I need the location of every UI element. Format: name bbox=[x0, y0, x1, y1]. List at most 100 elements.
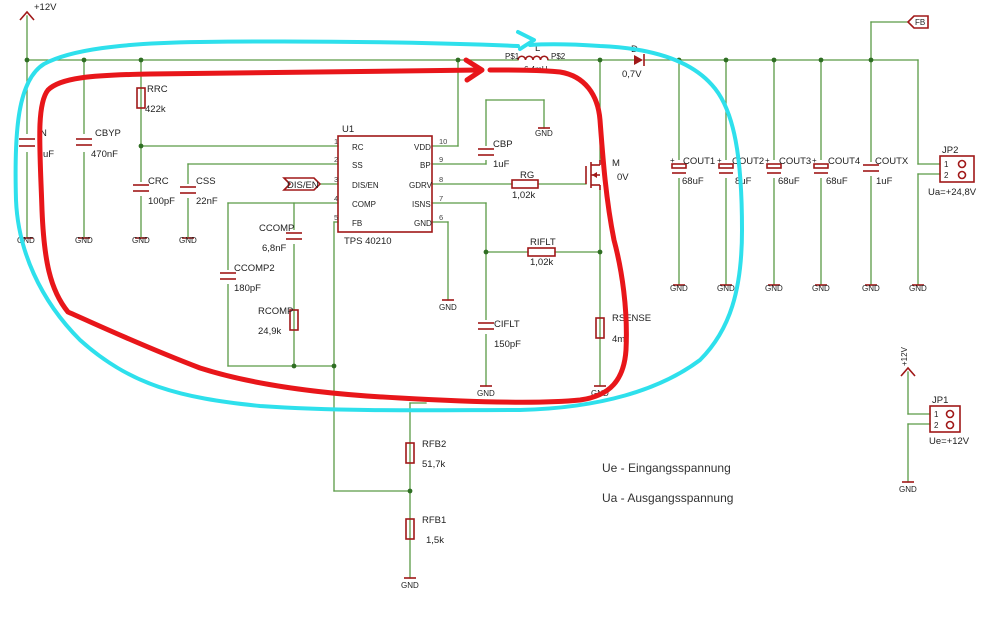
capacitor-cout1: + COUT1 68uF bbox=[670, 156, 715, 187]
note-ue: Ue - Eingangsspannung bbox=[602, 461, 731, 475]
mosfet-q: M 0V bbox=[585, 158, 629, 190]
connector-jp2: 1 2 JP2 Ua=+24,8V bbox=[928, 145, 977, 198]
annotation-cyan-loop bbox=[13, 30, 744, 413]
svg-text:GND: GND bbox=[17, 236, 35, 245]
svg-text:2: 2 bbox=[944, 171, 949, 180]
svg-text:RSENSE: RSENSE bbox=[612, 313, 651, 324]
svg-text:1,02k: 1,02k bbox=[512, 190, 535, 201]
fb-flag: FB bbox=[906, 15, 929, 29]
svg-text:9: 9 bbox=[439, 155, 443, 164]
svg-text:GND: GND bbox=[862, 284, 880, 293]
gnd-symbol: GND bbox=[439, 299, 457, 312]
svg-text:68uF: 68uF bbox=[778, 176, 800, 187]
resistor-rfb2: RFB2 51,7k bbox=[405, 439, 446, 470]
svg-text:RIFLT: RIFLT bbox=[530, 237, 556, 248]
svg-text:SS: SS bbox=[352, 161, 363, 170]
svg-text:6,8nF: 6,8nF bbox=[262, 243, 286, 254]
svg-text:+: + bbox=[765, 156, 770, 165]
svg-text:1,02k: 1,02k bbox=[530, 257, 553, 268]
svg-text:GND: GND bbox=[765, 284, 783, 293]
svg-text:100pF: 100pF bbox=[148, 196, 175, 207]
svg-text:1uF: 1uF bbox=[876, 176, 893, 187]
resistor-rsense: RSENSE 4m bbox=[595, 313, 651, 345]
svg-text:FB: FB bbox=[915, 18, 925, 27]
gnd-symbol: GND bbox=[132, 236, 150, 245]
svg-text:GND: GND bbox=[717, 284, 735, 293]
svg-text:68uF: 68uF bbox=[826, 176, 848, 187]
svg-text:COUT1: COUT1 bbox=[683, 156, 715, 167]
svg-text:COUTX: COUTX bbox=[875, 156, 909, 167]
svg-text:uF: uF bbox=[43, 149, 54, 160]
svg-text:1: 1 bbox=[334, 137, 338, 146]
svg-text:FB: FB bbox=[352, 219, 362, 228]
svg-text:BP: BP bbox=[420, 161, 431, 170]
capacitor-cin: N uF bbox=[18, 128, 54, 160]
gnd-symbol: GND bbox=[535, 127, 553, 138]
svg-text:GND: GND bbox=[909, 284, 927, 293]
svg-text:422k: 422k bbox=[145, 104, 166, 115]
capacitor-cbp: CBP 1uF bbox=[477, 139, 513, 170]
supply-12v-top: +12V bbox=[19, 2, 57, 21]
capacitor-css: CSS 22nF bbox=[179, 176, 218, 207]
svg-text:2: 2 bbox=[334, 155, 338, 164]
svg-text:GND: GND bbox=[477, 389, 495, 398]
svg-text:Ue=+12V: Ue=+12V bbox=[929, 436, 970, 447]
gnd-symbol: GND bbox=[75, 236, 93, 245]
svg-text:DIS/EN: DIS/EN bbox=[287, 180, 319, 191]
svg-text:CSS: CSS bbox=[196, 176, 216, 187]
capacitor-cout3: + COUT3 68uF bbox=[765, 156, 811, 187]
svg-text:+: + bbox=[717, 156, 722, 165]
gnd-symbol: GND bbox=[670, 284, 688, 293]
gnd-symbol: GND bbox=[179, 236, 197, 245]
svg-text:GND: GND bbox=[179, 236, 197, 245]
svg-text:150pF: 150pF bbox=[494, 339, 521, 350]
gnd-symbol: GND bbox=[717, 284, 735, 293]
svg-text:1: 1 bbox=[934, 410, 939, 419]
resistor-rifilt: RIFLT 1,02k bbox=[527, 237, 556, 268]
svg-text:+: + bbox=[670, 156, 675, 165]
svg-text:GDRV: GDRV bbox=[409, 181, 433, 190]
resistor-rfb1: RFB1 1,5k bbox=[405, 515, 446, 546]
svg-text:GND: GND bbox=[401, 581, 419, 590]
capacitor-coutx: COUTX 1uF bbox=[862, 156, 909, 187]
svg-text:3: 3 bbox=[334, 175, 338, 184]
svg-text:5: 5 bbox=[334, 213, 338, 222]
svg-text:10: 10 bbox=[439, 137, 447, 146]
wires bbox=[26, 15, 941, 579]
svg-text:CRC: CRC bbox=[148, 176, 169, 187]
resistor-rrc: RRC 422k bbox=[136, 84, 168, 115]
svg-text:M: M bbox=[612, 158, 620, 169]
note-ua: Ua - Ausgangsspannung bbox=[602, 491, 733, 505]
junctions bbox=[24, 57, 874, 494]
svg-text:CIFLT: CIFLT bbox=[494, 319, 520, 330]
svg-text:P$2: P$2 bbox=[551, 52, 566, 61]
svg-text:CBYP: CBYP bbox=[95, 128, 121, 139]
svg-text:22nF: 22nF bbox=[196, 196, 218, 207]
svg-text:GND: GND bbox=[132, 236, 150, 245]
gnd-symbol: GND bbox=[401, 577, 419, 590]
svg-text:JP2: JP2 bbox=[942, 145, 958, 156]
svg-text:6: 6 bbox=[439, 213, 443, 222]
gnd-symbol: GND bbox=[862, 284, 880, 293]
svg-text:COUT4: COUT4 bbox=[828, 156, 860, 167]
svg-text:+12V: +12V bbox=[34, 2, 57, 13]
capacitor-ccomp2: CCOMP2 180pF bbox=[219, 263, 275, 294]
connector-jp1: 1 2 JP1 Ue=+12V bbox=[929, 395, 970, 447]
svg-text:Ua=+24,8V: Ua=+24,8V bbox=[928, 187, 977, 198]
svg-text:COUT3: COUT3 bbox=[779, 156, 811, 167]
svg-text:RG: RG bbox=[520, 170, 534, 181]
svg-text:VDD: VDD bbox=[414, 143, 431, 152]
svg-text:RRC: RRC bbox=[147, 84, 168, 95]
gnd-symbol: GND bbox=[899, 481, 917, 494]
capacitor-crc: CRC 100pF bbox=[132, 176, 175, 207]
svg-text:+: + bbox=[812, 156, 817, 165]
dis-en-flag: DIS/EN bbox=[282, 177, 322, 191]
svg-text:GND: GND bbox=[670, 284, 688, 293]
capacitor-cbyp: CBYP 470nF bbox=[75, 128, 121, 160]
supply-12v-right: +12V bbox=[900, 346, 916, 377]
svg-text:51,7k: 51,7k bbox=[422, 459, 445, 470]
svg-text:COMP: COMP bbox=[352, 200, 376, 209]
svg-text:GND: GND bbox=[439, 303, 457, 312]
svg-text:CCOMP: CCOMP bbox=[259, 223, 294, 234]
